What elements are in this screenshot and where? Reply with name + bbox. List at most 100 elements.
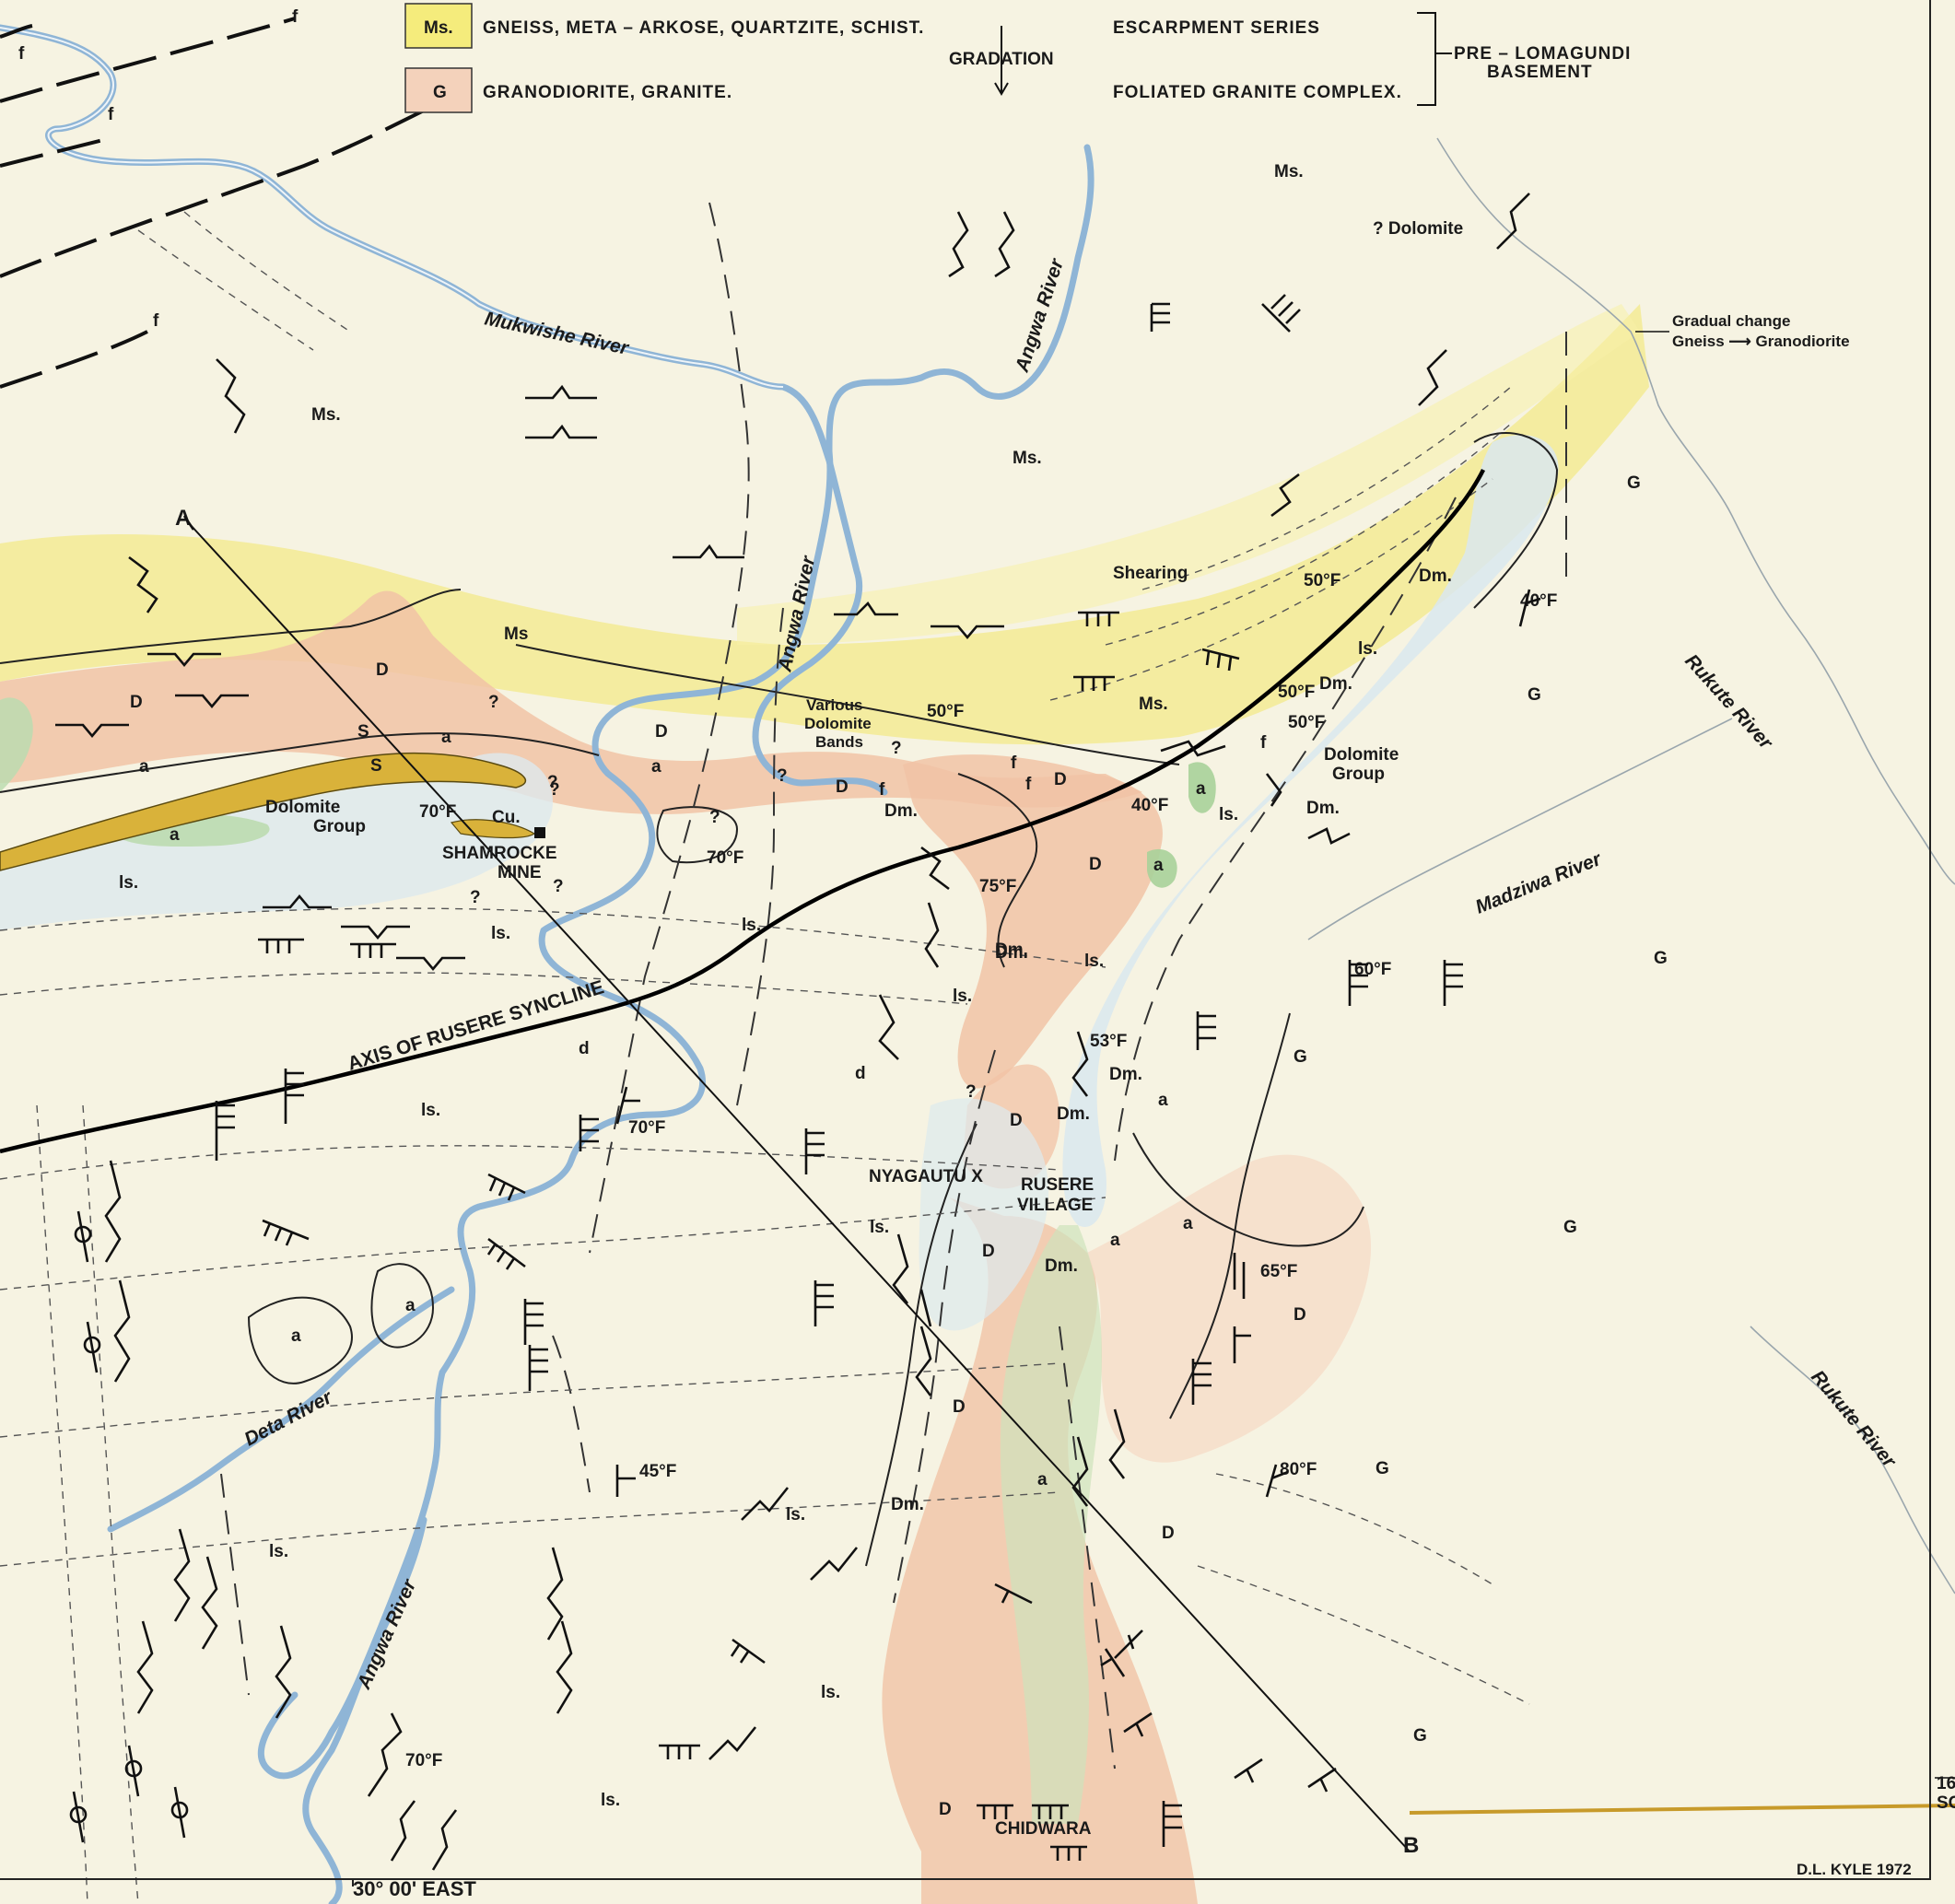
strike-dip-symbol — [1443, 960, 1463, 1006]
phi-symbol-stem — [173, 1786, 186, 1839]
contact-5 — [1473, 432, 1559, 609]
unit-label: f — [879, 780, 885, 800]
unit-label: ? — [547, 773, 558, 792]
legend-code-granodiorite: G — [433, 83, 447, 102]
strike-dip-symbol — [55, 723, 129, 739]
unit-label: ? — [777, 766, 788, 786]
strike-dip-symbol — [1518, 589, 1541, 627]
unit-label: ls. — [742, 916, 761, 935]
rivers — [0, 24, 1955, 1904]
strike-dip-symbol — [175, 694, 249, 709]
phi-symbol-stem — [76, 1210, 89, 1263]
strike-dip-symbol — [1270, 473, 1300, 518]
strike-dip-symbol — [525, 384, 597, 400]
dcontact-1 — [589, 202, 750, 1254]
strike-dip-symbol — [1114, 1629, 1143, 1659]
strike-dip-symbol — [1234, 1758, 1263, 1783]
unit-label: Dm. — [1057, 1104, 1090, 1124]
mine-symbol — [534, 827, 545, 838]
dip-label: 50°F — [1304, 571, 1340, 590]
unit-label: a — [1158, 1091, 1168, 1110]
unit-label: Ms. — [1013, 449, 1042, 468]
unit-label: D — [130, 693, 143, 712]
unit-label: d — [855, 1064, 866, 1083]
strike-dip-symbol — [1261, 294, 1301, 333]
unit-label: a — [651, 757, 661, 777]
strike-dip-symbol — [367, 1712, 403, 1797]
strike-dip-symbol — [994, 1583, 1033, 1605]
strike-dip-symbol — [1108, 1408, 1126, 1479]
strike-dip-symbol — [878, 994, 899, 1060]
dip-label: 70°F — [707, 848, 743, 868]
strike-dip-symbol — [892, 1233, 909, 1304]
strike-dip-symbol — [104, 1160, 122, 1263]
legend-code-gneiss: Ms. — [424, 18, 453, 38]
legend: Ms. GNEISS, META – ARKOSE, QUARTZITE, SC… — [404, 3, 1630, 113]
strike-dip-symbol — [1071, 1436, 1089, 1507]
strike-dip-symbol — [1196, 1011, 1216, 1050]
unit-label: G — [1294, 1047, 1307, 1067]
unit-label: ? — [966, 1082, 977, 1102]
unit-label: ? — [549, 780, 560, 800]
label-dolgroup-west-1: Dolomite — [265, 798, 340, 817]
dip-label: 80°F — [1280, 1460, 1317, 1479]
unit-label: Ms. — [1274, 162, 1304, 181]
granodiorite-west — [0, 590, 1142, 814]
dip-label: 75°F — [979, 877, 1016, 896]
trace-5 — [0, 1362, 1060, 1438]
structural-symbols — [55, 193, 1541, 1871]
unit-label: G — [1654, 949, 1668, 968]
unit-label: ls. — [1084, 952, 1104, 971]
strike-dip-symbol — [1307, 1767, 1337, 1793]
label-section-b: B — [1403, 1833, 1419, 1858]
unit-label: G — [1413, 1726, 1427, 1746]
strike-dip-symbol — [1032, 1804, 1069, 1819]
rukute-south-river-line — [1750, 1326, 1955, 1594]
dcontact-6 — [1059, 1326, 1116, 1770]
unit-label: a — [441, 728, 451, 747]
unit-label: d — [579, 1039, 590, 1058]
strike-dip-symbol — [396, 956, 465, 972]
strike-dip-symbol — [113, 1279, 131, 1383]
unit-label: D — [1089, 855, 1102, 874]
strike-dip-symbol — [1071, 1031, 1089, 1097]
strike-dip-symbol — [275, 1625, 292, 1719]
fault-4 — [0, 330, 148, 389]
quartzite-band — [0, 752, 527, 871]
label-author: D.L. KYLE 1972 — [1797, 1861, 1912, 1878]
strike-dip-symbol — [284, 1069, 304, 1124]
unit-label: G — [1627, 473, 1641, 493]
strike-dip-symbol — [215, 1101, 235, 1161]
strike-dip-symbol — [350, 942, 396, 958]
label-cu: Cu. — [492, 808, 521, 827]
trace-15 — [82, 1104, 139, 1904]
strike-dip-symbol — [556, 1620, 573, 1714]
strike-dip-symbol — [804, 1128, 825, 1174]
label-section-a: A — [175, 506, 191, 531]
strike-dip-symbol — [994, 211, 1015, 278]
quartzite-band-2 — [450, 819, 536, 839]
unit-label: Dm. — [1419, 567, 1452, 586]
unit-label: f — [1025, 775, 1032, 794]
strike-dip-symbol — [1265, 773, 1282, 807]
label-various-1: Various — [806, 696, 862, 714]
unit-label: f — [108, 105, 114, 124]
strike-dip-symbol — [579, 1115, 599, 1151]
foliation-traces — [0, 211, 1530, 1904]
unit-labels: Ms. Ms. Ms. Ms Ms. D D D D D D D D D D D… — [18, 7, 1668, 1819]
strike-dip-symbol — [128, 555, 158, 613]
unit-label: a — [1153, 856, 1164, 875]
unit-colours — [0, 304, 1649, 1904]
strike-dip-symbol — [136, 1620, 154, 1714]
strike-dip-symbol — [525, 424, 597, 439]
strike-dip-symbol — [1307, 827, 1351, 845]
unit-label: f — [292, 7, 299, 27]
angwa-main-river-line — [258, 448, 834, 1780]
rukute-river-line — [1436, 137, 1955, 885]
south-boundary-band — [1409, 1804, 1955, 1815]
fault-5 — [0, 24, 33, 39]
label-rusere-village-1: RUSERE — [1021, 1175, 1094, 1195]
unit-label: S — [370, 756, 382, 776]
dip-label: 65°F — [1260, 1262, 1297, 1281]
